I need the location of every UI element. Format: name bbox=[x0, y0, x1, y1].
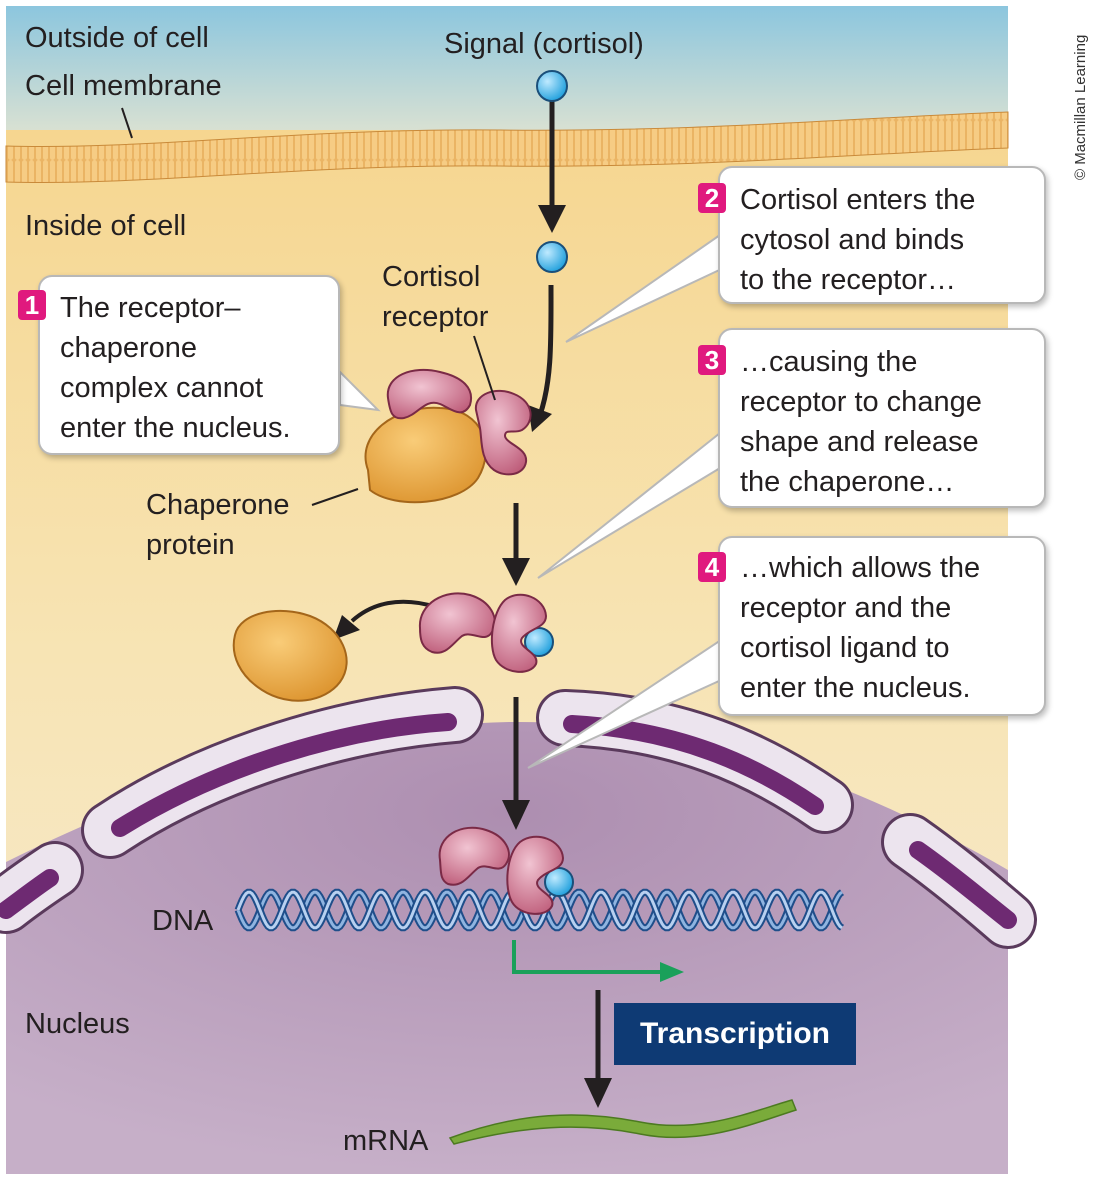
chaperone-protein-label: Chaperone protein bbox=[146, 489, 290, 561]
copyright-label: © Macmillan Learning bbox=[1072, 34, 1089, 180]
cortisol-receptor bbox=[474, 389, 532, 476]
dna-strand bbox=[236, 890, 843, 930]
cortisol-receptor-label: Cortisol receptor bbox=[382, 261, 489, 333]
cell-membrane bbox=[5, 111, 1009, 183]
step-2-text: Cortisol enters the cytosol and binds to… bbox=[740, 184, 976, 296]
step-2-badge: 2 bbox=[698, 183, 726, 213]
cell-membrane-label: Cell membrane bbox=[25, 70, 222, 102]
nucleus-label: Nucleus bbox=[25, 1008, 130, 1040]
step-4-text: …which allows the receptor and the corti… bbox=[740, 552, 981, 704]
leader-lines bbox=[121, 107, 496, 506]
dna-bound-receptor bbox=[438, 826, 565, 915]
inside-of-cell-label: Inside of cell bbox=[25, 210, 187, 242]
step-1-badge: 1 bbox=[18, 290, 46, 320]
receptor-chaperone-complex bbox=[364, 368, 532, 504]
mrna-strand bbox=[448, 1099, 797, 1145]
callout-step-2 bbox=[718, 166, 1046, 304]
step-3-text: …causing the receptor to change shape an… bbox=[740, 346, 982, 498]
pathway-arrows bbox=[333, 100, 612, 1108]
callout-step-3 bbox=[718, 328, 1046, 508]
callout-step-4 bbox=[718, 536, 1046, 716]
cortisol-molecules bbox=[524, 70, 574, 897]
outside-of-cell-label: Outside of cell bbox=[25, 22, 209, 54]
mrna-label: mRNA bbox=[343, 1125, 429, 1157]
callout-step-1 bbox=[38, 275, 340, 455]
step-1-text: The receptor– chaperone complex cannot e… bbox=[60, 292, 291, 444]
cortisol-bound bbox=[524, 627, 554, 657]
callout-pointers bbox=[339, 226, 731, 769]
activated-receptor bbox=[418, 592, 548, 673]
cortisol-dna-bound bbox=[544, 867, 574, 897]
released-chaperone bbox=[232, 609, 348, 702]
cortisol-cytosol bbox=[536, 241, 568, 273]
cortisol-outside bbox=[536, 70, 568, 102]
signal-label: Signal (cortisol) bbox=[444, 28, 644, 60]
step-3-badge: 3 bbox=[698, 345, 726, 375]
transcription-start-arrow bbox=[512, 940, 684, 982]
step-4-badge: 4 bbox=[698, 552, 726, 582]
chaperone-binding-receptor bbox=[386, 368, 473, 420]
transcription-label: Transcription bbox=[614, 1003, 856, 1065]
dna-label: DNA bbox=[152, 905, 214, 937]
